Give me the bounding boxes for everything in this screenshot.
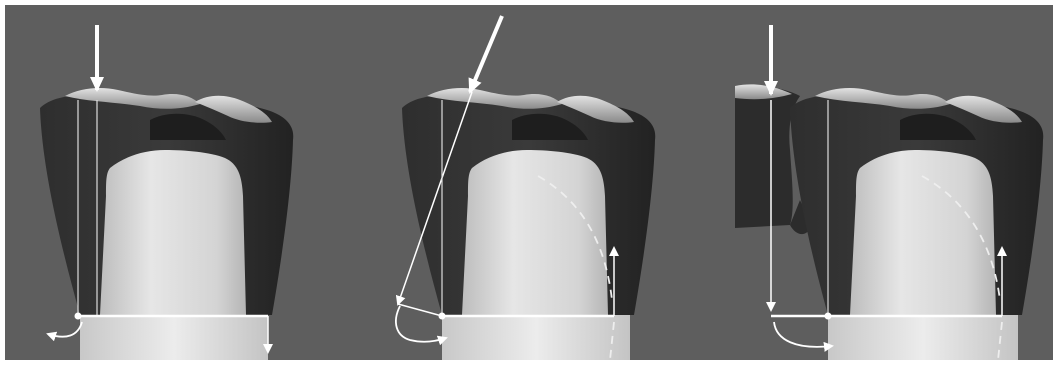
panel-3-fulcrum-point: [825, 313, 832, 320]
panel-1-abutment: [80, 150, 268, 360]
panel-3-abutment: [828, 150, 1018, 360]
panel-2-fulcrum-point: [439, 313, 446, 320]
panel-1-fulcrum-point: [75, 313, 82, 320]
